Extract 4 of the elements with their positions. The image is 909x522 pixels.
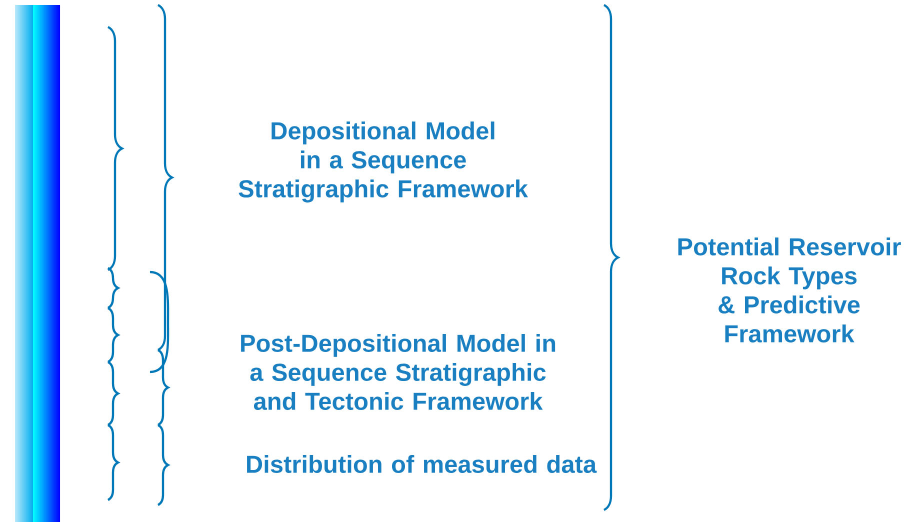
label-text: Depositional Model in a Sequence Stratigraphic Framework <box>238 122 528 202</box>
label-text: Potential Reservoir Rock Types & Predictive Framework <box>678 238 901 342</box>
label-text: Post-Depositional Model in a Sequence Stratigraphic and Tectonic Framework <box>241 334 556 410</box>
label-text: Distribution of measured data <box>247 455 597 473</box>
